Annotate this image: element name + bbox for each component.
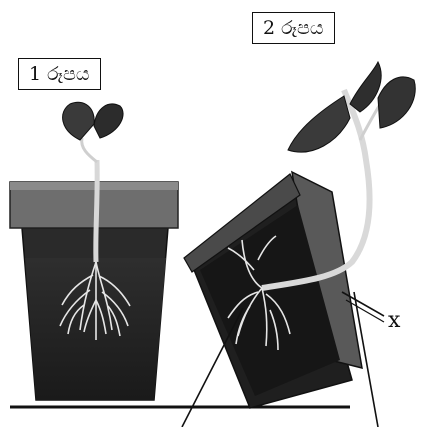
figure-1-label: 1 රූපය: [18, 58, 101, 90]
x-label: x: [388, 308, 400, 333]
figure-2-label: 2 රූපය: [252, 12, 335, 44]
